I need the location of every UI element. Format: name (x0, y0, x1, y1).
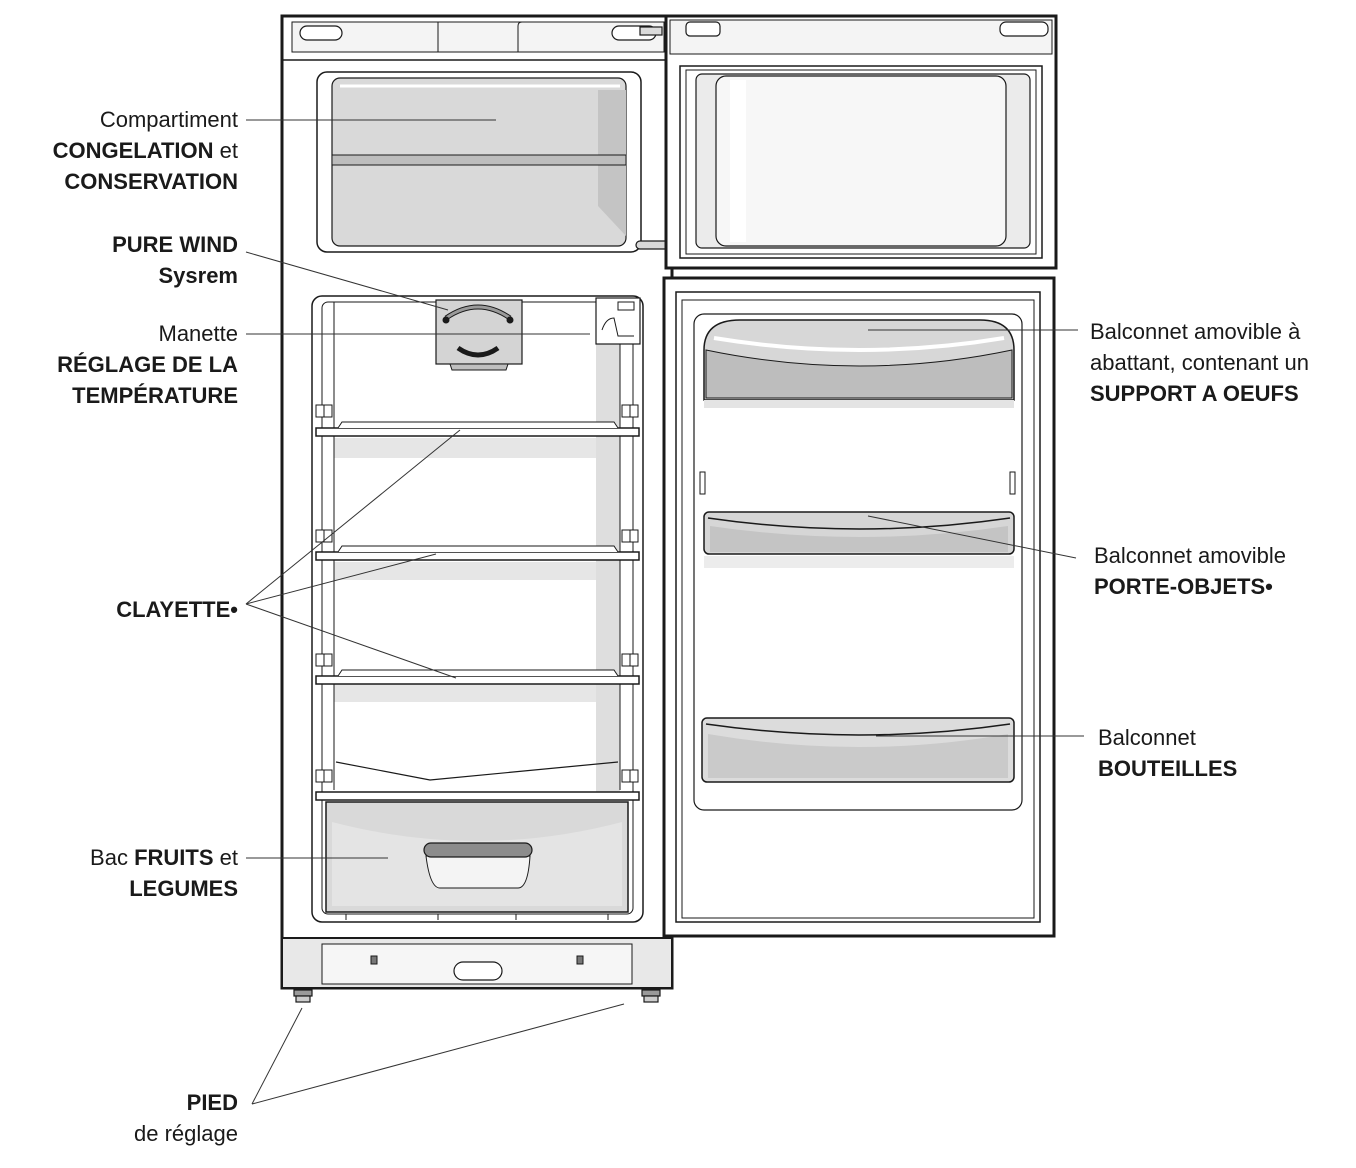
adjustable-feet (293, 989, 661, 1003)
purewind-line1: PURE WIND (112, 232, 238, 257)
door-shelf-line1: Balconnet amovible (1094, 543, 1287, 568)
label-egg-shelf: Balconnet amovible à abattant, contenant… (1090, 316, 1309, 409)
fridge-door (662, 276, 1056, 938)
label-purewind: PURE WIND Sysrem (112, 229, 238, 291)
foot-line1: PIED (186, 1090, 238, 1115)
bottle-shelf (701, 717, 1015, 783)
bottle-line1: Balconnet (1098, 725, 1196, 750)
crisper-bold: FRUITS (134, 845, 214, 870)
label-door-shelf: Balconnet amovible PORTE-OBJETS• (1094, 540, 1286, 602)
egg-line2: abattant, contenant un (1090, 350, 1309, 375)
thermostat-housing (435, 297, 641, 371)
label-freezer-compartment: Compartiment CONGELATION et CONSERVATION (53, 104, 238, 197)
freezer-label-et: et (213, 138, 238, 163)
bottle-line2: BOUTEILLES (1098, 756, 1238, 781)
freezer-label-line3: CONSERVATION (64, 169, 238, 194)
crisper-pre: Bac (90, 845, 135, 870)
door-shelf (703, 511, 1015, 568)
freezer-label-bold: CONGELATION (52, 138, 214, 163)
crisper-drawer (325, 801, 629, 920)
crisper-post: et (213, 845, 238, 870)
purewind-line2: Sysrem (158, 263, 238, 288)
thermostat-line3: TEMPÉRATURE (72, 383, 238, 408)
cabinet-base (281, 937, 673, 1003)
egg-line3: SUPPORT A OEUFS (1090, 381, 1299, 406)
thermostat-line2: RÉGLAGE DE LA (57, 352, 238, 377)
door-shelf-line2: PORTE-OBJETS• (1094, 574, 1273, 599)
thermostat-line1: Manette (158, 321, 239, 346)
label-crisper: Bac FRUITS et LEGUMES (90, 842, 238, 904)
foot-line2: de réglage (134, 1121, 238, 1146)
crisper-line2: LEGUMES (129, 876, 238, 901)
label-foot: PIED de réglage (134, 1087, 238, 1149)
label-thermostat: Manette RÉGLAGE DE LA TEMPÉRATURE (57, 318, 238, 411)
freezer-door (664, 14, 1058, 270)
egg-line1: Balconnet amovible à (1090, 319, 1301, 344)
fridge-compartment (311, 295, 644, 923)
egg-shelf (703, 319, 1015, 408)
label-shelf: CLAYETTE• (116, 594, 238, 625)
label-bottle-shelf: Balconnet BOUTEILLES (1098, 722, 1237, 784)
freezer-label-line1: Compartiment (99, 107, 238, 132)
shelf-line1: CLAYETTE• (116, 597, 238, 622)
leader-lines (245, 119, 1084, 1105)
glass-shelves (315, 421, 640, 801)
freezer-compartment (316, 71, 642, 253)
